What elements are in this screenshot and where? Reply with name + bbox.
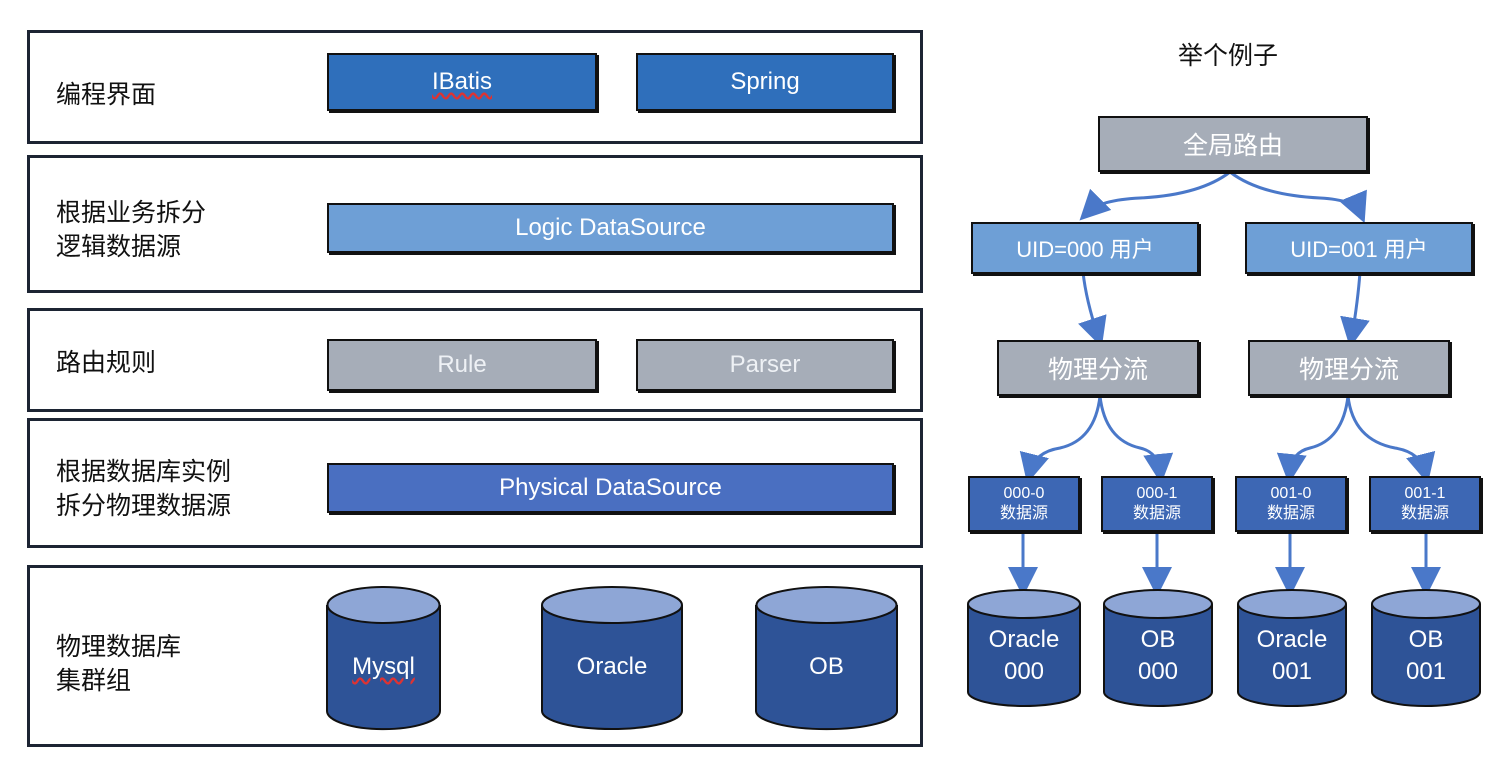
datasource-000-0-node: 000-0 数据源 (968, 476, 1080, 532)
layer-label: 路由规则 (56, 349, 157, 377)
rule-box: Rule (327, 339, 597, 391)
node-label: 全局路由 (1182, 132, 1283, 160)
database-cylinder-mysql: Mysql (325, 585, 442, 731)
ibatis-box: IBatis (327, 53, 597, 111)
ibatis-label: IBatis (431, 68, 493, 95)
layer-logic-datasource: 根据业务拆分 逻辑数据源 Logic DataSource (27, 155, 923, 293)
database-label: Mysql (352, 653, 415, 680)
node-label: 物理分流 (1047, 356, 1148, 384)
physical-datasource-label: Physical DataSource (499, 474, 722, 501)
database-cylinder-ob-000: OB 000 (1102, 588, 1214, 708)
database-label: Oracle 000 (988, 626, 1060, 685)
datasource-001-0-node: 001-0 数据源 (1235, 476, 1347, 532)
layer-programming-interface: 编程界面 IBatis Spring (27, 30, 923, 144)
node-label: 001-0 数据源 (1266, 485, 1315, 522)
datasource-001-1-node: 001-1 数据源 (1369, 476, 1481, 532)
node-label: UID=000 用户 (1016, 237, 1154, 262)
database-cylinder-oracle-000: Oracle 000 (966, 588, 1082, 708)
database-cylinder-oracle-001: Oracle 001 (1236, 588, 1348, 708)
user-001-node: UID=001 用户 (1245, 222, 1473, 274)
database-cylinder-ob: OB (754, 585, 899, 731)
database-icon (1237, 589, 1347, 707)
arrow-split0-to-ds0 (1019, 395, 1102, 484)
user-000-node: UID=000 用户 (971, 222, 1199, 274)
database-icon (541, 586, 683, 730)
datasource-000-1-node: 000-1 数据源 (1101, 476, 1213, 532)
physical-split-node-1: 物理分流 (1248, 340, 1450, 396)
parser-label: Parser (729, 351, 801, 378)
arrow-user-001-to-split (1340, 271, 1370, 348)
layer-label: 根据业务拆分 逻辑数据源 (56, 199, 207, 261)
database-cylinder-oracle: Oracle (540, 585, 684, 731)
database-icon (326, 586, 441, 731)
spring-label: Spring (730, 68, 800, 95)
arrow-user-000-to-split (1078, 271, 1107, 348)
global-router-node: 全局路由 (1098, 116, 1368, 172)
database-label: OB 001 (1405, 626, 1447, 685)
layer-label: 编程界面 (56, 81, 157, 109)
database-label: Oracle 001 (1256, 626, 1328, 685)
layer-physical-datasource: 根据数据库实例 拆分物理数据源 Physical DataSource (27, 418, 923, 548)
database-label: OB (809, 653, 844, 680)
node-label: UID=001 用户 (1290, 237, 1428, 262)
arrow-split1-to-ds3 (1346, 395, 1436, 484)
logic-datasource-box: Logic DataSource (327, 203, 894, 253)
database-icon (1103, 589, 1213, 707)
node-label: 000-0 数据源 (999, 485, 1048, 522)
arrow-split0-to-ds1 (1098, 395, 1174, 484)
layer-routing-rules: 路由规则 Rule Parser (27, 308, 923, 412)
spring-box: Spring (636, 53, 894, 111)
layer-label: 物理数据库 集群组 (56, 633, 182, 695)
example-title: 举个例子 (1178, 42, 1279, 70)
node-label: 物理分流 (1298, 356, 1399, 384)
arrow-root-to-user-000 (1079, 170, 1231, 221)
arrow-split1-to-ds2 (1276, 395, 1350, 484)
arrow-root-to-user-001 (1229, 170, 1367, 224)
logic-datasource-label: Logic DataSource (515, 214, 706, 241)
database-cylinder-ob-001: OB 001 (1370, 588, 1482, 708)
database-icon (755, 586, 898, 731)
physical-split-node-0: 物理分流 (997, 340, 1199, 396)
physical-datasource-box: Physical DataSource (327, 463, 894, 513)
database-label: OB 000 (1137, 626, 1179, 685)
rule-label: Rule (437, 351, 487, 378)
database-label: Oracle (576, 653, 648, 680)
parser-box: Parser (636, 339, 894, 391)
database-icon (1371, 589, 1481, 707)
layer-label: 根据数据库实例 拆分物理数据源 (56, 458, 232, 520)
node-label: 001-1 数据源 (1400, 485, 1449, 522)
database-icon (967, 589, 1081, 707)
node-label: 000-1 数据源 (1132, 485, 1181, 522)
